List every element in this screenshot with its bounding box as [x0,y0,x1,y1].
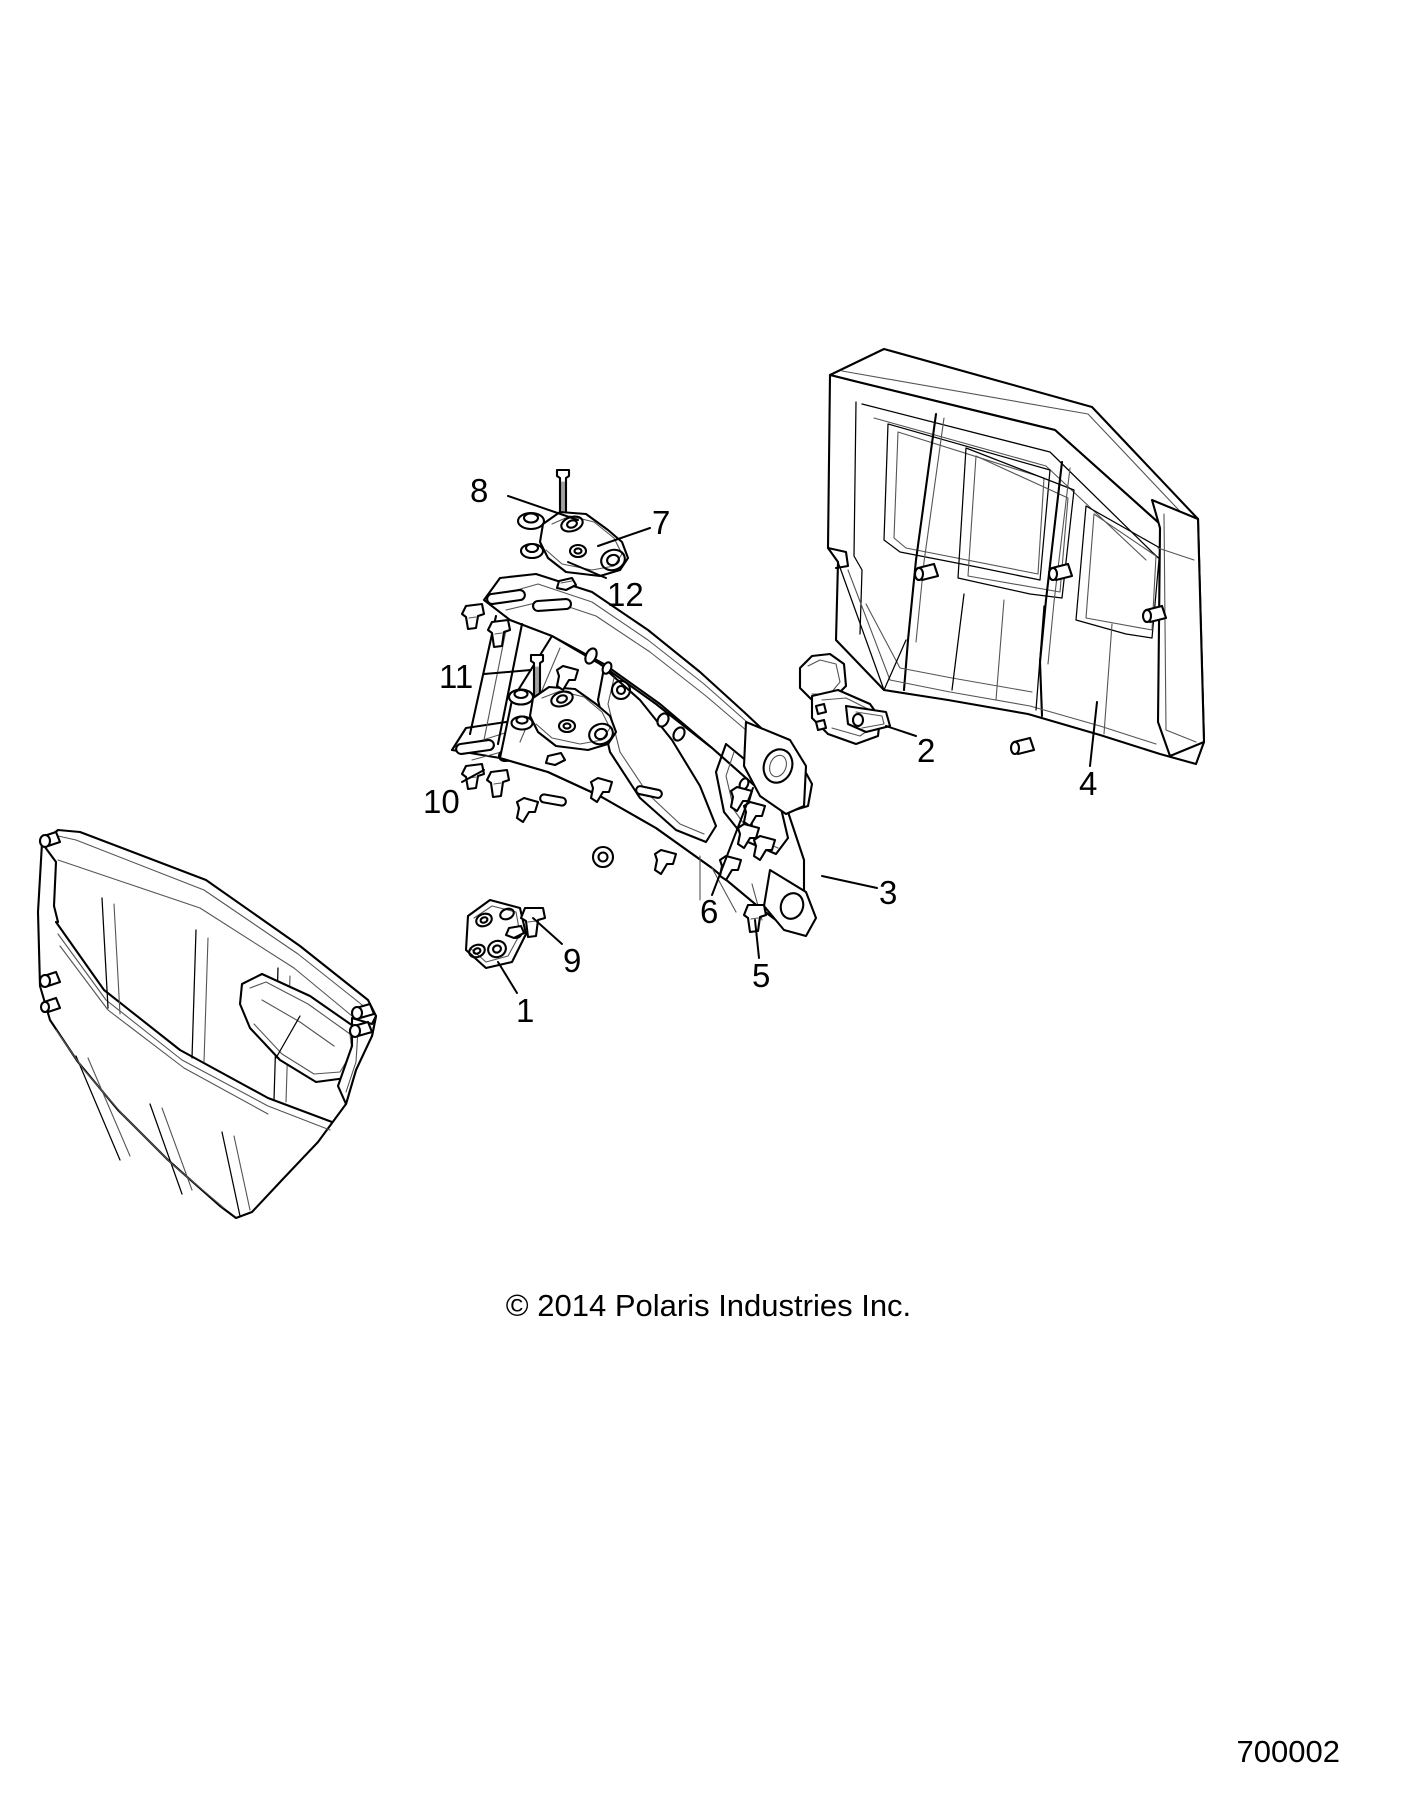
striker-bracket-lower-group [464,898,528,970]
callout-12[interactable]: 12 [607,576,644,613]
callout-8[interactable]: 8 [470,472,489,509]
copyright-notice: © 2014 Polaris Industries Inc. [505,1288,912,1323]
callout-11[interactable]: 11 [439,658,474,695]
door-latch-assembly-group [798,652,892,746]
leader-lines-group [461,495,1098,994]
callout-1[interactable]: 1 [516,992,535,1029]
callout-2[interactable]: 2 [917,732,936,769]
callout-3[interactable]: 3 [879,874,898,911]
callout-7[interactable]: 7 [652,504,671,541]
diagram-part-number: 700002 [1236,1734,1340,1769]
callout-5[interactable]: 5 [752,957,771,994]
callout-10[interactable]: 10 [423,783,460,820]
hinge-bracket-lower-group [507,653,618,767]
callout-4[interactable]: 4 [1079,765,1098,802]
callout-9[interactable]: 9 [563,942,582,979]
hinge-bracket-upper-group [516,468,630,592]
callout-6[interactable]: 6 [700,893,719,930]
door-panel-left-group [36,828,378,1220]
door-panel-right-group [826,347,1206,766]
